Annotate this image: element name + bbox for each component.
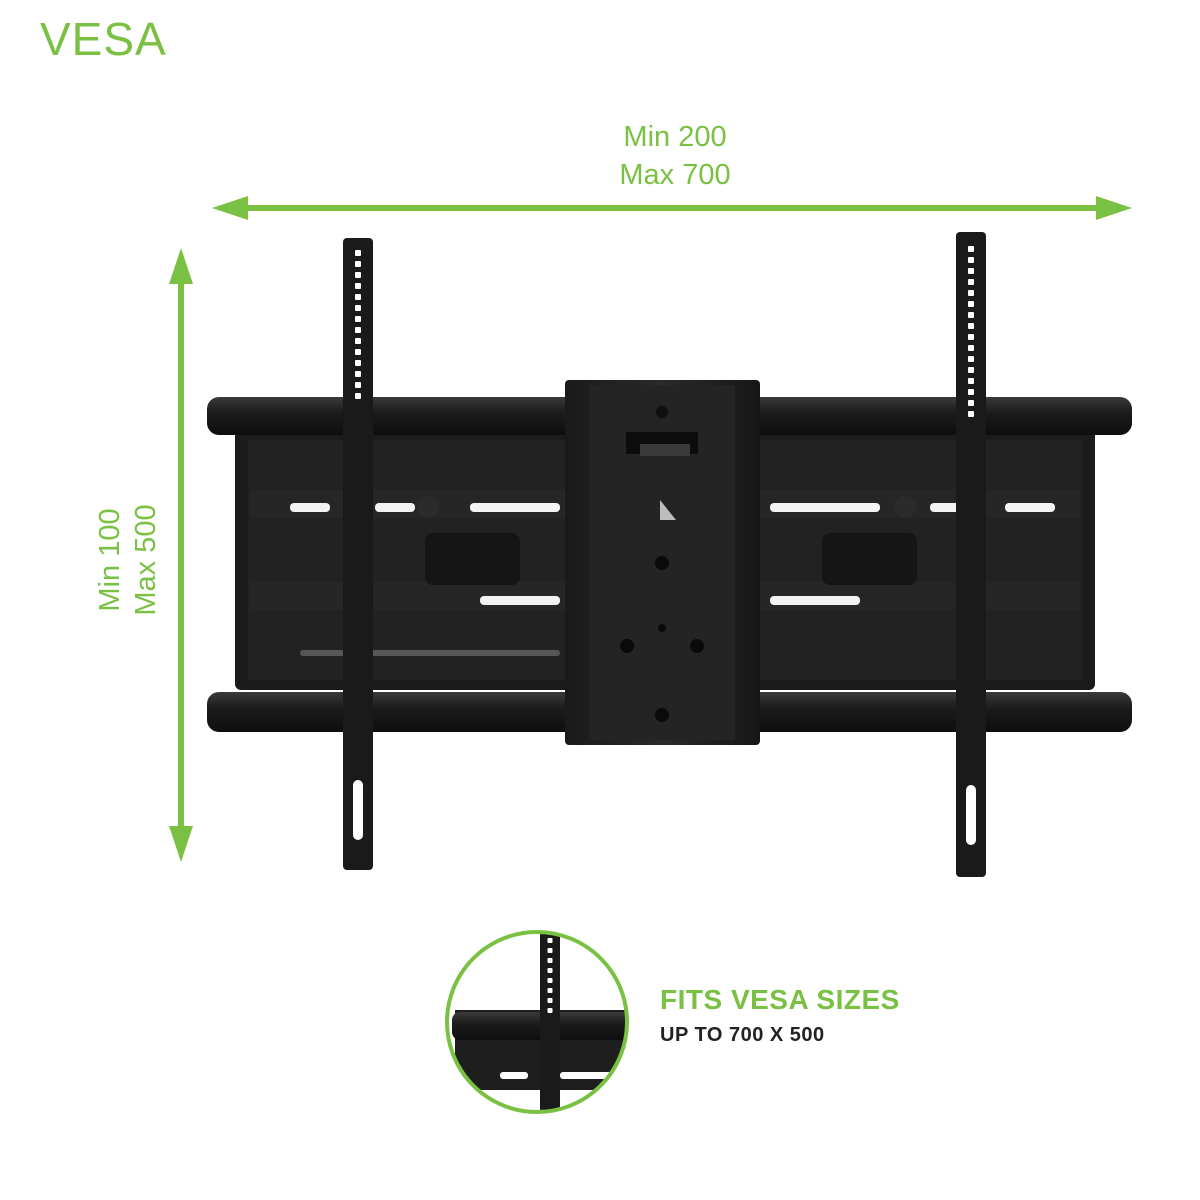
zoom-circle-icon <box>445 930 629 1114</box>
wall-mount-image <box>207 380 1132 745</box>
badge-subtitle: UP TO 700 X 500 <box>660 1024 825 1046</box>
height-arrow-icon <box>169 248 193 862</box>
width-max: Max 700 <box>619 159 731 191</box>
width-min: Min 200 <box>623 121 727 153</box>
page-title: VESA <box>40 13 167 65</box>
badge-title: FITS VESA SIZES <box>660 984 900 1015</box>
left-tv-bracket <box>343 238 373 870</box>
width-dimension-label: Min 200 Max 700 <box>560 118 790 194</box>
right-tv-bracket <box>956 232 986 877</box>
width-arrow-icon <box>212 196 1132 220</box>
